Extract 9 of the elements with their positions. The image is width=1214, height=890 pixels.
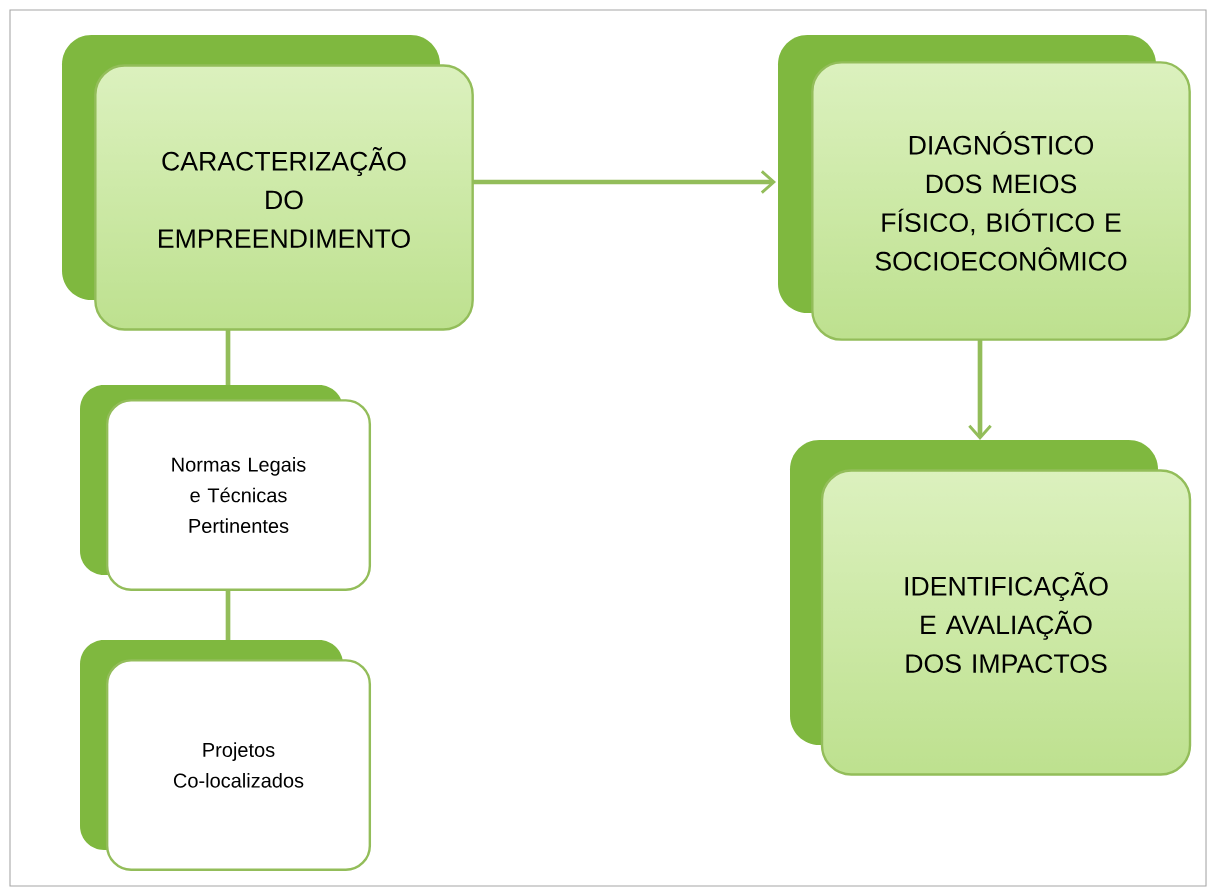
process-box: Normas Legais e Técnicas Pertinentes (80, 385, 372, 591)
process-box: CARACTERIZAÇÃO DO EMPREENDIMENTO (62, 35, 474, 331)
process-box: Projetos Co-localizados (80, 640, 372, 871)
connector-line (225, 330, 231, 385)
connector-line (225, 590, 231, 640)
arrow (473, 170, 776, 194)
process-box: IDENTIFICAÇÃO E AVALIAÇÃO DOS IMPACTOS (790, 440, 1192, 776)
arrow (968, 340, 992, 440)
process-box: DIAGNÓSTICO DOS MEIOS FÍSICO, BIÓTICO E SOCIOECONÔMICO (778, 35, 1191, 341)
